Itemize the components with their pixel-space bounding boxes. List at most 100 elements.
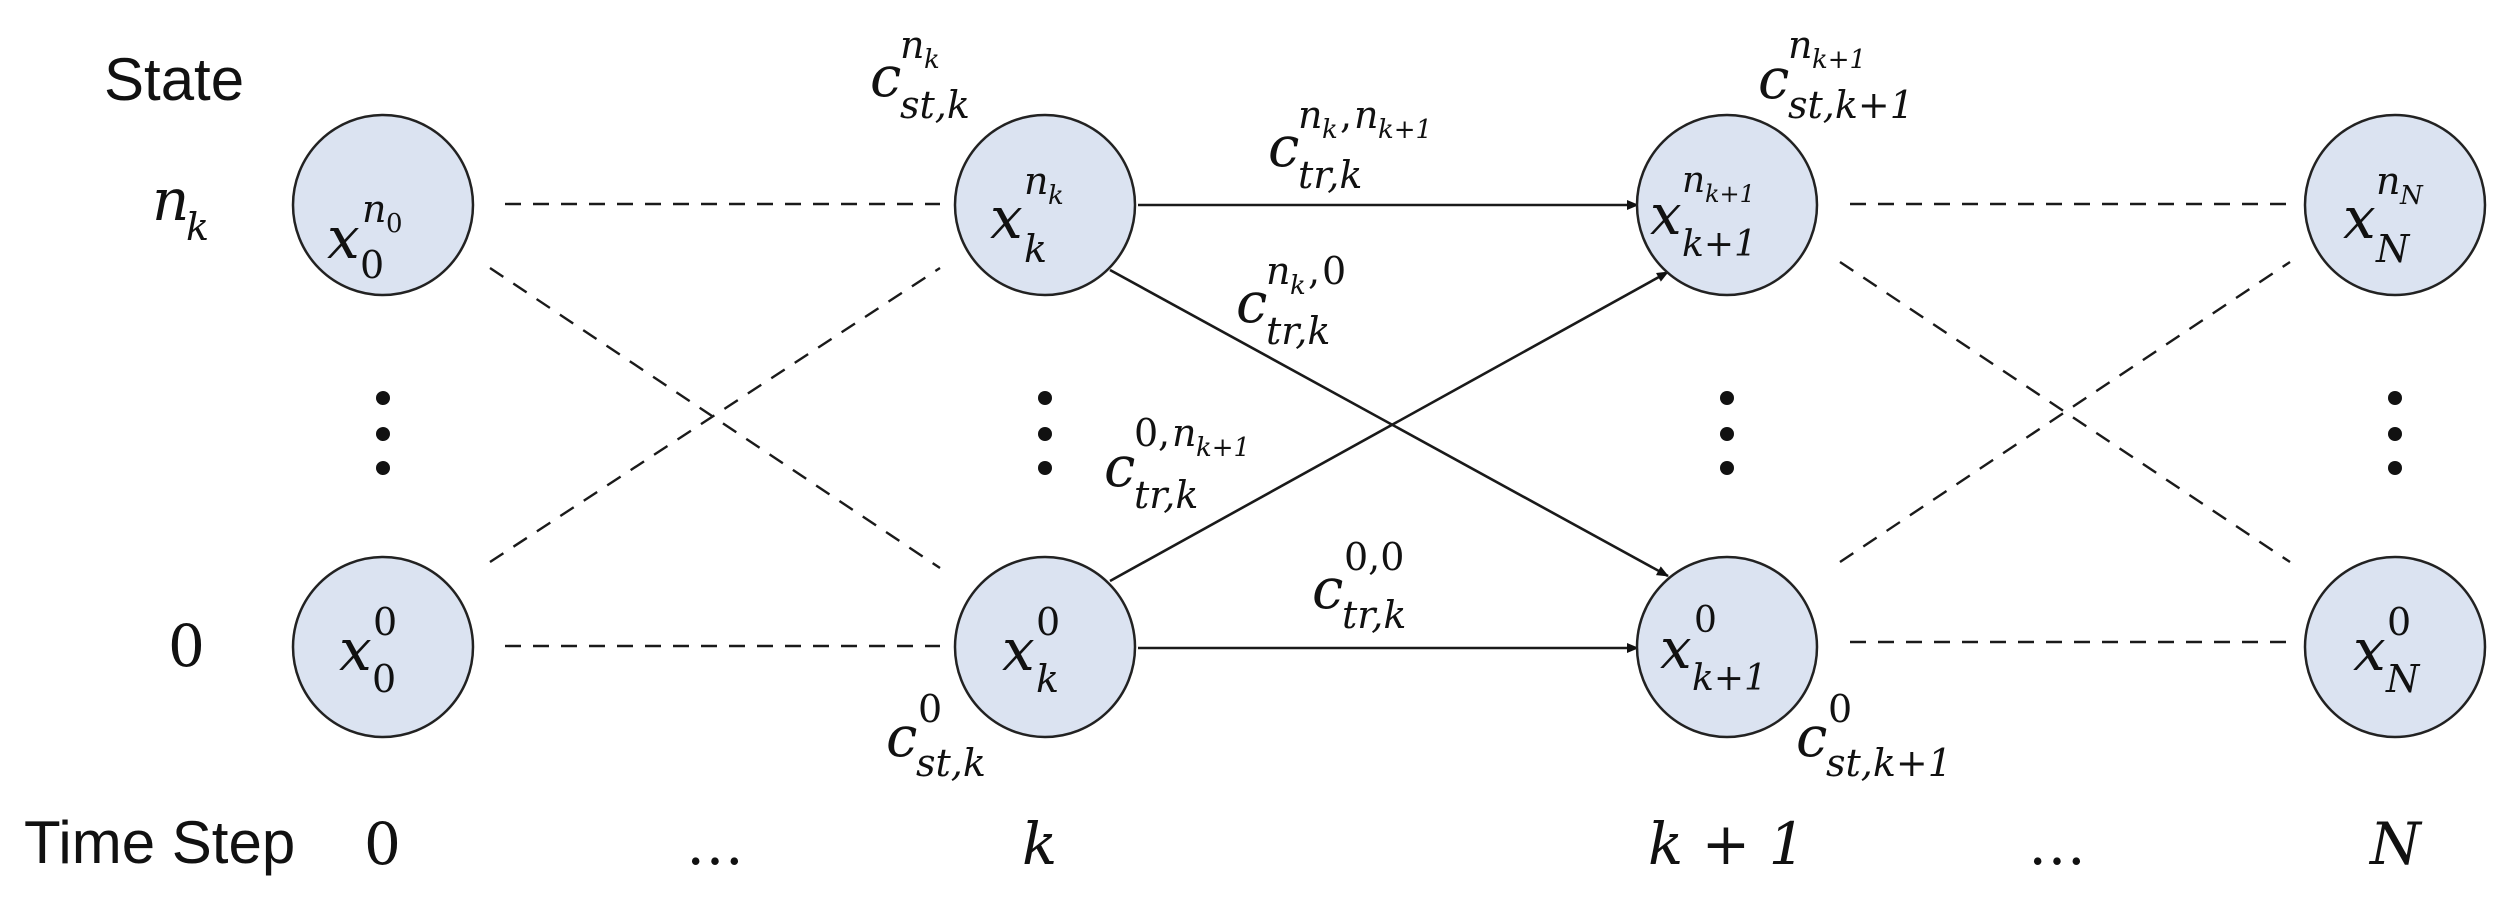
svg-text:c: c	[870, 45, 901, 110]
cost-label-tr-top-bot: c tr,k n k , 0	[1236, 249, 1346, 353]
svg-text:k+1: k+1	[1682, 224, 1757, 265]
svg-text:n: n	[1788, 23, 1812, 67]
svg-text:x: x	[1660, 617, 1692, 682]
svg-text:k+1: k+1	[1692, 658, 1767, 699]
svg-text:k+1: k+1	[1378, 115, 1432, 145]
svg-text:k: k	[924, 45, 940, 75]
state-label-bottom: 0	[168, 612, 205, 680]
svg-text:x: x	[2353, 616, 2386, 684]
node-xN-bot	[2303, 555, 2487, 739]
svg-text:n: n	[1172, 411, 1196, 455]
node-label-x0-top: x 0 n 0	[327, 187, 403, 287]
dash-xk1bot-xNtop	[1839, 261, 2291, 563]
node-xk-top	[953, 113, 1137, 297]
svg-text:x: x	[2343, 184, 2376, 252]
svg-text:c: c	[1312, 557, 1343, 622]
timestep-title: Time Step	[24, 809, 295, 876]
node-xk1-bot	[1635, 555, 1819, 739]
svg-text:tr,k: tr,k	[1342, 593, 1406, 637]
svg-text:k: k	[1024, 227, 1047, 271]
svg-text:c: c	[1104, 435, 1135, 500]
svg-text:st,k+1: st,k+1	[1826, 741, 1952, 785]
svg-text:k: k	[1048, 181, 1064, 211]
node-label-x0-bot: x 0 0	[339, 600, 397, 701]
dash-xk1top-xNbot	[1839, 261, 2291, 563]
svg-text:0: 0	[2387, 600, 2411, 644]
svg-text:k: k	[1290, 271, 1306, 301]
svg-text:c: c	[886, 705, 917, 770]
node-label-xk-top: x k n k	[990, 159, 1064, 271]
svg-text:n: n	[1354, 93, 1378, 137]
svg-text:n: n	[900, 23, 924, 67]
svg-text:N: N	[2375, 227, 2411, 271]
svg-text:n: n	[2376, 159, 2400, 203]
svg-text:x: x	[1650, 183, 1682, 248]
node-label-xk1-top: x k+1 n k+1	[1650, 160, 1757, 265]
svg-text:c: c	[1796, 705, 1827, 770]
dash-x0top-xkbot	[489, 267, 941, 569]
svg-text:n: n	[152, 166, 189, 234]
svg-text:k: k	[1322, 115, 1338, 145]
vertical-ellipsis-k	[1038, 391, 1052, 475]
timestep-label-0: 0	[364, 810, 401, 878]
cost-label-st-k-bot: c st,k 0	[886, 687, 986, 785]
svg-text:k+1: k+1	[1196, 433, 1250, 463]
state-title: State	[104, 46, 244, 113]
svg-text:x: x	[339, 616, 372, 684]
node-xk-bot	[953, 555, 1137, 739]
svg-text:0: 0	[372, 657, 396, 701]
arrow-xktop-xk1bot	[1109, 268, 1669, 578]
svg-text:c: c	[1236, 271, 1267, 336]
svg-text:tr,k: tr,k	[1298, 153, 1362, 197]
svg-text:c: c	[1758, 47, 1789, 112]
svg-text:0: 0	[1828, 687, 1852, 731]
svg-text:x: x	[1002, 616, 1035, 684]
svg-text:0: 0	[918, 687, 942, 731]
svg-text:x: x	[990, 184, 1023, 252]
node-xN-top	[2303, 113, 2487, 297]
node-label-xN-top: x N n N	[2343, 159, 2424, 271]
timestep-label-N: N	[2368, 810, 2423, 878]
svg-text:st,k+1: st,k+1	[1788, 83, 1914, 127]
arrow-xkbot-xk1top	[1109, 270, 1669, 583]
dash-x0bot-xktop	[489, 266, 941, 564]
timestep-label-k1: k + 1	[1648, 810, 1806, 878]
svg-text:st,k: st,k	[900, 83, 970, 127]
svg-text:k+1: k+1	[1705, 180, 1755, 208]
svg-text:,: ,	[1308, 249, 1320, 293]
state-label-top: n k	[152, 166, 209, 249]
svg-text:c: c	[1268, 115, 1299, 180]
svg-text:0: 0	[386, 209, 403, 239]
svg-text:N: N	[2385, 657, 2421, 701]
timestep-ellipsis-right: …	[2028, 810, 2086, 878]
svg-text:,: ,	[1158, 411, 1170, 455]
svg-text:k+1: k+1	[1812, 45, 1866, 75]
svg-text:0: 0	[1036, 600, 1060, 644]
svg-text:0: 0	[360, 243, 384, 287]
cost-label-st-k1-top: c st,k+1 n k+1	[1758, 23, 1914, 127]
svg-text:k: k	[1036, 657, 1059, 701]
vertical-ellipsis-0	[376, 391, 390, 475]
node-label-xk1-bot: x k+1 0	[1660, 600, 1767, 699]
svg-text:0: 0	[1694, 600, 1717, 641]
svg-text:k: k	[186, 205, 209, 249]
cost-label-st-k-top: c st,k n k	[870, 23, 970, 127]
vertical-ellipsis-N	[2388, 391, 2402, 475]
node-x0-bot	[291, 555, 475, 739]
timestep-ellipsis-left: …	[686, 810, 744, 878]
svg-text:tr,k: tr,k	[1266, 309, 1330, 353]
svg-text:tr,k: tr,k	[1134, 473, 1198, 517]
svg-text:n: n	[1682, 160, 1705, 201]
svg-text:0: 0	[373, 600, 397, 644]
svg-text:st,k: st,k	[916, 741, 986, 785]
svg-text:N: N	[2399, 181, 2424, 211]
node-xk1-top	[1635, 113, 1819, 297]
timestep-label-k: k	[1022, 810, 1057, 878]
node-x0-top	[291, 113, 475, 297]
cost-label-tr-top-top: c tr,k n k , n k+1	[1268, 93, 1432, 197]
cost-label-tr-bot-bot: c tr,k 0,0	[1312, 535, 1406, 637]
vertical-ellipsis-k1	[1720, 391, 1734, 475]
svg-text:x: x	[327, 204, 360, 272]
svg-text:n: n	[1298, 93, 1322, 137]
